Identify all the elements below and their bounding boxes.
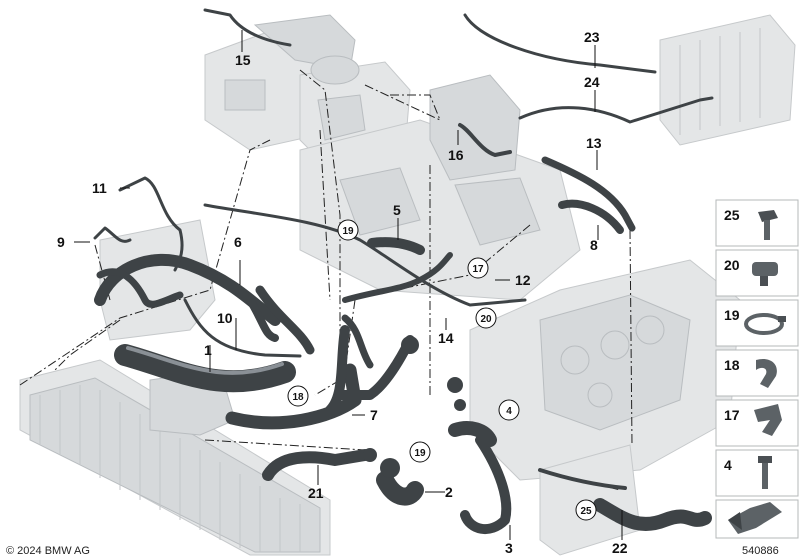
- circled-callout-17: 17: [467, 257, 489, 279]
- holder-clip-icon: [756, 358, 777, 388]
- svg-text:20: 20: [724, 257, 740, 273]
- copyright-notice: © 2024 BMW AG: [6, 545, 90, 557]
- callout-16: 16: [448, 147, 464, 163]
- hose-clamp-icon: [744, 313, 786, 335]
- circled-callout-18: 18: [287, 385, 309, 407]
- callout-11: 11: [92, 180, 107, 196]
- hose-part-21: [262, 449, 371, 481]
- pipe-clip-icon: [752, 262, 778, 286]
- callout-numbers: 1 2 3 6 7 8 9 10 11 12 13 14 15 16 21 22…: [57, 29, 628, 556]
- callout-2: 2: [445, 484, 453, 500]
- legend-item-18: 18: [715, 349, 799, 397]
- parts-legend: 25 20 19 18: [715, 199, 799, 539]
- legend-item-19: 19: [715, 299, 799, 347]
- callout-7: 7: [370, 407, 378, 423]
- callout-14: 14: [438, 330, 454, 346]
- callout-3: 3: [505, 540, 513, 556]
- bracket-clip-icon: [754, 404, 782, 436]
- callout-6: 6: [234, 234, 242, 250]
- legend-item-25: 25: [715, 199, 799, 247]
- svg-text:18: 18: [724, 357, 740, 373]
- screw-icon: [758, 456, 772, 489]
- svg-text:19: 19: [342, 226, 354, 237]
- callout-22: 22: [612, 540, 628, 556]
- hose-part-5: [367, 237, 425, 255]
- bolt-icon: [758, 210, 778, 240]
- pipe-part-12: [203, 203, 527, 307]
- callout-10: 10: [217, 310, 233, 326]
- callout-24: 24: [584, 74, 600, 90]
- engine-block: [469, 259, 741, 481]
- svg-text:4: 4: [724, 457, 732, 473]
- circled-callout-4: 4: [498, 399, 520, 421]
- pipe-part-15: [203, 8, 292, 47]
- callout-9: 9: [57, 234, 65, 250]
- callout-23: 23: [584, 29, 600, 45]
- pipe-part-9: [93, 226, 132, 243]
- auxiliary-radiator: [659, 14, 796, 146]
- intake-manifold: [299, 74, 581, 301]
- legend-item-17: 17: [715, 399, 799, 447]
- legend-item-20: 20: [715, 249, 799, 297]
- circled-callout-20: 20: [475, 307, 497, 329]
- circled-callout-25: 25: [575, 499, 597, 521]
- callout-1: 1: [204, 342, 212, 358]
- callout-21: 21: [308, 485, 324, 501]
- hose-part-13: [541, 156, 636, 232]
- circled-callouts: 19 17 20 18 4 19 25: [287, 219, 597, 521]
- bottom-right-cooler: [539, 444, 641, 556]
- svg-text:4: 4: [506, 406, 512, 417]
- callout-12: 12: [515, 272, 531, 288]
- callout-5: 5: [393, 202, 401, 218]
- legend-arrow-box: [715, 499, 799, 539]
- svg-text:19: 19: [724, 307, 740, 323]
- svg-text:20: 20: [480, 314, 492, 325]
- hose-part-1: [114, 344, 296, 393]
- callout-8: 8: [590, 237, 598, 253]
- hose-part-22: [593, 498, 712, 531]
- svg-text:18: 18: [292, 392, 304, 403]
- pipe-part-11: [118, 176, 184, 272]
- hose-part-8: [558, 199, 624, 234]
- svg-text:19: 19: [414, 448, 426, 459]
- svg-text:17: 17: [472, 264, 484, 275]
- background-components: [19, 14, 796, 556]
- radiator: [19, 359, 331, 556]
- svg-text:25: 25: [580, 506, 592, 517]
- direction-arrow-icon: [728, 502, 782, 534]
- svg-text:25: 25: [724, 207, 740, 223]
- image-number: 540886: [742, 545, 779, 557]
- circled-callout-19-lower: 19: [409, 441, 431, 463]
- callout-13: 13: [586, 135, 602, 151]
- svg-text:17: 17: [724, 407, 740, 423]
- callout-15: 15: [235, 52, 251, 68]
- pipe-part-24: [518, 96, 714, 124]
- hoses: [93, 8, 714, 534]
- circled-callout-19-upper: 19: [337, 219, 359, 241]
- legend-item-4: 4: [715, 449, 799, 497]
- hose-part-3: [460, 435, 512, 534]
- pipe-part-16: [458, 123, 512, 157]
- hose-part-7: [225, 363, 362, 430]
- pipe-part-23: [463, 13, 657, 74]
- thermostat-part-2: [376, 471, 424, 506]
- pipe-part-10: [183, 298, 302, 358]
- leader-lines: [74, 30, 623, 540]
